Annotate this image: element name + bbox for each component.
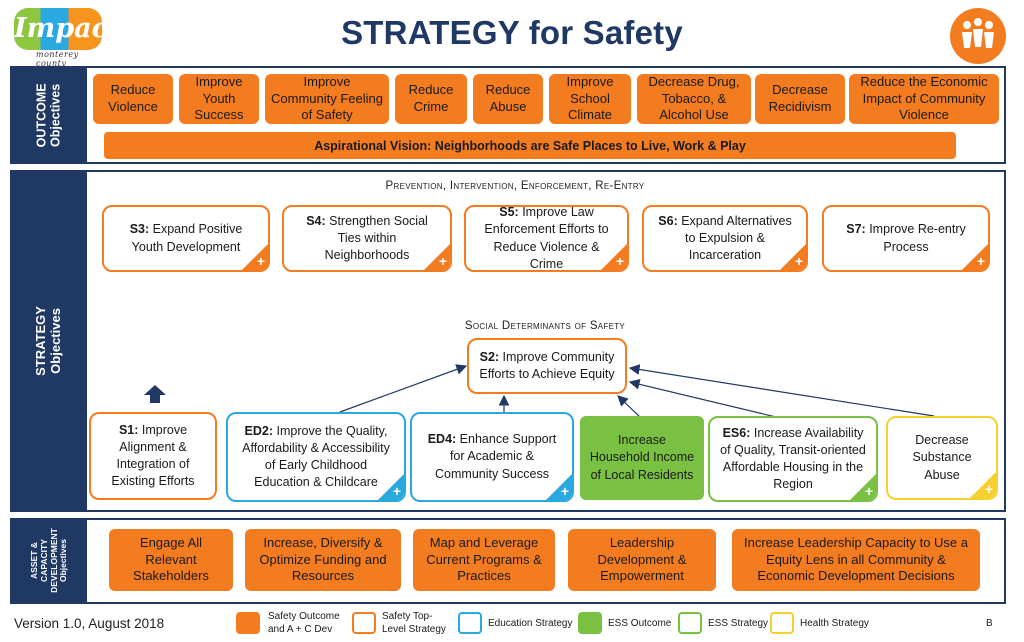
strategy-box-s1: S1: Improve Alignment & Integration of E…	[89, 412, 217, 500]
outcome-box: Reduce Crime	[395, 74, 467, 124]
page-letter: B	[986, 618, 993, 629]
legend-label: ESS Strategy	[708, 618, 769, 629]
strategy-text: Increase Household Income of Local Resid…	[589, 433, 695, 482]
strategy-text: Expand Positive Youth Development	[131, 222, 243, 254]
determinants-heading: Social Determinants of Safety	[464, 320, 626, 332]
asset-label-line4: Objectives	[57, 539, 68, 583]
strategy-code: S4:	[306, 213, 326, 228]
prevention-heading: Prevention, Intervention, Enforcement, R…	[385, 180, 645, 192]
asset-box: Increase Leadership Capacity to Use a Eq…	[732, 529, 980, 591]
strategy-text: Improve Alignment & Integration of Exist…	[111, 422, 195, 489]
aspirational-vision-banner: Aspirational Vision: Neighborhoods are S…	[104, 132, 956, 159]
asset-label-line2: CAPACITY	[38, 539, 49, 583]
version-text: Version 1.0, August 2018	[14, 616, 165, 631]
outcome-box: Improve School Climate	[549, 74, 631, 124]
asset-box: Engage All Relevant Stakeholders	[109, 529, 233, 591]
strategy-code: S3:	[129, 222, 150, 237]
legend-label: ESS Outcome	[608, 618, 672, 629]
strategy-text: Improve Law Enforcement Efforts to Reduc…	[484, 205, 609, 271]
legend-label: Safety Outcome and A + C Dev	[268, 611, 340, 635]
asset-band-label: ASSET & CAPACITY DEVELOPMENT Objectives	[11, 519, 87, 603]
legend-swatch-health-strategy	[770, 612, 794, 634]
asset-box: Increase, Diversify & Optimize Funding a…	[245, 529, 401, 591]
people-icon	[950, 8, 1006, 64]
strategy-band-label: STRATEGY Objectives	[11, 171, 87, 511]
strategy-code: S5:	[499, 205, 519, 219]
legend-swatch-ess-outcome	[578, 612, 602, 634]
strategy-code: ES6:	[722, 425, 751, 440]
strategy-code: S7:	[846, 222, 866, 237]
strategy-text: Strengthen Social Ties within Neighborho…	[324, 213, 428, 263]
strategy-text: Improve the Quality, Affordability & Acc…	[242, 423, 390, 490]
legend-label: Safety Top-Level Strategy	[382, 611, 446, 635]
strategy-code: ED2:	[244, 423, 274, 438]
strategy-text: Expand Alternatives to Expulsion & Incar…	[681, 213, 792, 263]
strategy-code: ED4:	[427, 432, 457, 447]
page-title: STRATEGY for Safety	[341, 14, 683, 51]
strategy-code: S2:	[479, 349, 500, 364]
asset-box: Map and Leverage Current Programs & Prac…	[413, 529, 555, 591]
strategy-text: Improve Community Efforts to Achieve Equ…	[479, 349, 615, 381]
strategy-box-ed2: ED2: Improve the Quality, Affordability …	[226, 412, 406, 502]
legend-swatch-education-strategy	[458, 612, 482, 634]
strategy-text: Increase Availability of Quality, Transi…	[720, 425, 866, 492]
strategy-box-s3: S3: Expand Positive Youth Development +	[102, 205, 270, 272]
outcome-box: Reduce Abuse	[473, 74, 543, 124]
strategy-box-ed4: ED4: Enhance Support for Academic & Comm…	[410, 412, 574, 502]
logo-subtitle: monterey county	[36, 50, 79, 68]
outcome-box: Decrease Recidivism	[755, 74, 845, 124]
health-strategy-substance-abuse: Decrease Substance Abuse +	[886, 416, 998, 500]
ess-outcome-household-income: Increase Household Income of Local Resid…	[580, 416, 704, 500]
asset-box: Leadership Development & Empowerment	[568, 529, 716, 591]
outcome-box: Reduce Violence	[93, 74, 173, 124]
strategy-text: Improve Re-entry Process	[869, 222, 966, 254]
outcome-box: Improve Youth Success	[179, 74, 259, 124]
strategy-box-s7: S7: Improve Re-entry Process +	[822, 205, 990, 272]
outcome-band-label: OUTCOME Objectives	[11, 67, 87, 163]
outcome-box: Decrease Drug, Tobacco, & Alcohol Use	[637, 74, 751, 124]
asset-label-line1: ASSET &	[28, 542, 39, 580]
legend-label: Education Strategy	[488, 618, 573, 629]
strategy-box-s6: S6: Expand Alternatives to Expulsion & I…	[642, 205, 808, 272]
legend-swatch-top-level-strategy	[352, 612, 376, 634]
outcome-box: Improve Community Feeling of Safety	[265, 74, 389, 124]
strategy-code: S6:	[658, 213, 678, 228]
strategy-box-s4: S4: Strengthen Social Ties within Neighb…	[282, 205, 452, 272]
legend-label: Health Strategy	[800, 618, 869, 629]
strategy-code: S1:	[118, 422, 139, 437]
legend-swatch-safety-outcome	[236, 612, 260, 634]
impact-logo: Impact monterey county	[12, 4, 120, 68]
strategy-box-s2: S2: Improve Community Efforts to Achieve…	[467, 338, 627, 394]
legend-swatch-ess-strategy	[678, 612, 702, 634]
strategy-text: Enhance Support for Academic & Community…	[435, 432, 557, 481]
up-arrow-icon	[142, 384, 168, 409]
strategy-text: Decrease Substance Abuse	[912, 433, 972, 482]
strategy-box-es6: ES6: Increase Availability of Quality, T…	[708, 416, 878, 502]
strategy-box-s5: S5: Improve Law Enforcement Efforts to R…	[464, 205, 629, 272]
outcome-box: Reduce the Economic Impact of Community …	[849, 74, 999, 124]
